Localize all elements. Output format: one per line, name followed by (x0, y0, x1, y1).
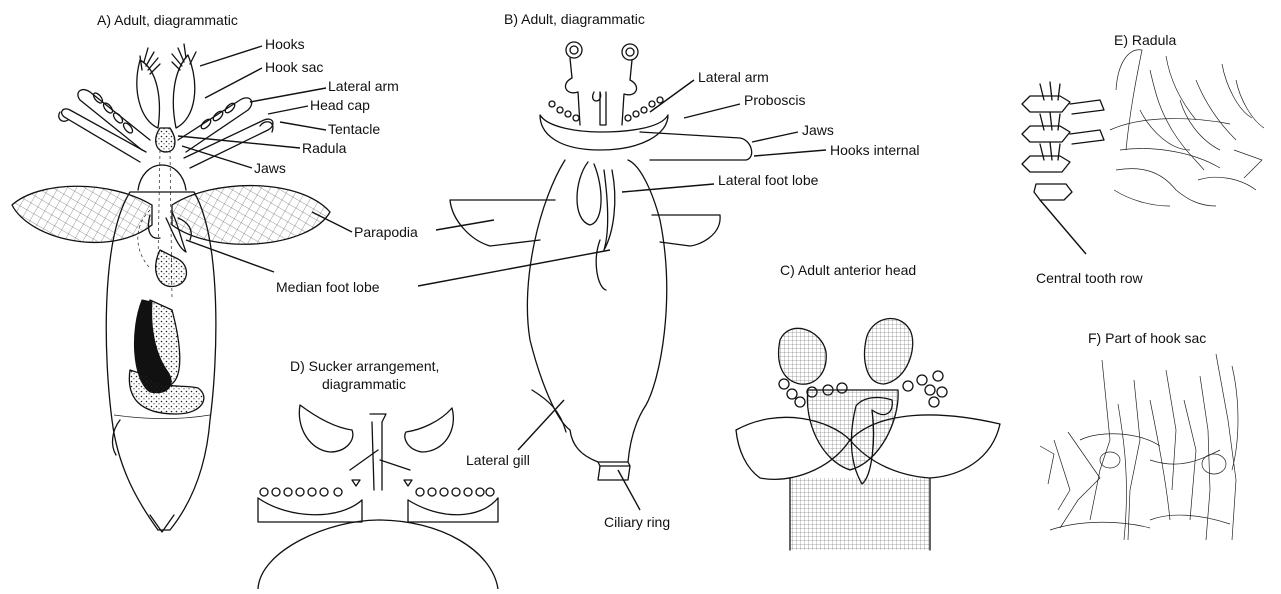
label-ciliary-ring: Ciliary ring (604, 514, 670, 530)
label-tentacle: Tentacle (328, 121, 380, 137)
label-radula-a: Radula (302, 140, 346, 156)
panel-f-drawing (1040, 354, 1238, 540)
label-proboscis: Proboscis (744, 92, 805, 108)
panel-e-title: E) Radula (1114, 32, 1176, 48)
panel-b-title: B) Adult, diagrammatic (504, 11, 645, 27)
panel-a-title: A) Adult, diagrammatic (97, 12, 238, 28)
label-median-foot-lobe: Median foot lobe (276, 279, 380, 295)
label-jaws-b: Jaws (802, 122, 834, 138)
panel-d-drawing (258, 405, 498, 589)
panel-f-title: F) Part of hook sac (1088, 330, 1206, 346)
label-hooks-internal: Hooks internal (830, 142, 920, 158)
label-head-cap: Head cap (310, 97, 370, 113)
panel-c-title: C) Adult anterior head (780, 262, 916, 278)
panel-b-leaders (436, 80, 826, 510)
label-lateral-arm-b: Lateral arm (698, 69, 769, 85)
panel-d-title-line1: D) Sucker arrangement, (290, 358, 439, 374)
panel-d-title-line2: diagrammatic (322, 376, 406, 392)
label-lateral-foot-lobe: Lateral foot lobe (718, 172, 818, 188)
panel-b-drawing (450, 42, 752, 480)
label-lateral-gill: Lateral gill (466, 452, 530, 468)
panel-c-drawing (736, 319, 1000, 550)
label-hook-sac: Hook sac (265, 59, 323, 75)
label-parapodia: Parapodia (354, 224, 418, 240)
label-central-tooth-row: Central tooth row (1036, 270, 1143, 286)
label-hooks: Hooks (265, 36, 305, 52)
label-jaws-a: Jaws (254, 160, 286, 176)
label-lateral-arm-a: Lateral arm (328, 78, 399, 94)
panel-e-drawing (1022, 50, 1264, 254)
